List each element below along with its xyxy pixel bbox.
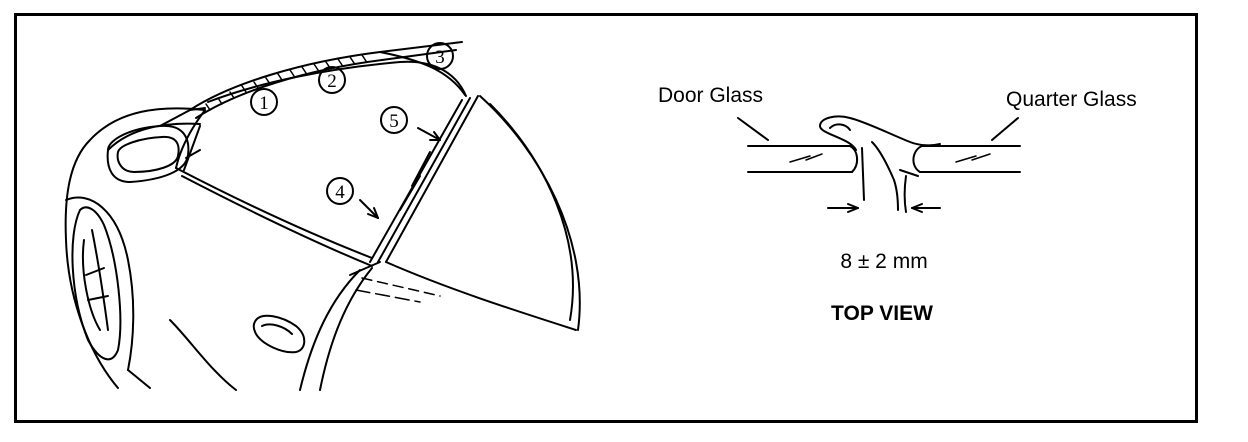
callout-1-text: 1 — [259, 93, 269, 114]
callout-2-text: 2 — [327, 71, 337, 92]
callout-circles — [250, 42, 454, 205]
callout-5-circle — [380, 106, 408, 134]
b-pillar — [299, 269, 361, 391]
callout-2-circle — [318, 66, 346, 94]
callout-3-circle — [426, 42, 454, 70]
top-view-title: TOP VIEW — [831, 302, 933, 325]
quarter-glass-label: Quarter Glass — [1006, 88, 1137, 111]
callout-3-text: 3 — [435, 47, 445, 68]
callout-4-text: 4 — [335, 182, 345, 203]
door-glass-bottom-edge — [175, 167, 373, 259]
callout-5-arrow — [417, 127, 441, 141]
quarter-glass-outline — [479, 95, 581, 331]
door-glass-front-edge — [175, 109, 206, 169]
door-glass-label: Door Glass — [658, 84, 763, 107]
top-view-detail — [737, 115, 1021, 213]
dimension-label: 8 ± 2 mm — [840, 250, 927, 273]
door-handle — [252, 314, 306, 354]
callout-5-text: 5 — [389, 111, 399, 132]
callout-4-arrow — [359, 199, 379, 219]
quarter-glass-leader — [991, 117, 1019, 141]
diagram-frame — [14, 13, 1198, 423]
front-wheel — [71, 206, 122, 361]
callout-4-circle — [326, 177, 354, 205]
callout-1-circle — [250, 88, 278, 116]
car-illustration — [64, 41, 581, 391]
door-glass-leader — [737, 117, 769, 141]
weatherstrip — [819, 115, 941, 151]
roof-drip-moulding — [189, 41, 463, 111]
fender-outline — [64, 107, 206, 389]
side-mirror — [106, 124, 190, 183]
